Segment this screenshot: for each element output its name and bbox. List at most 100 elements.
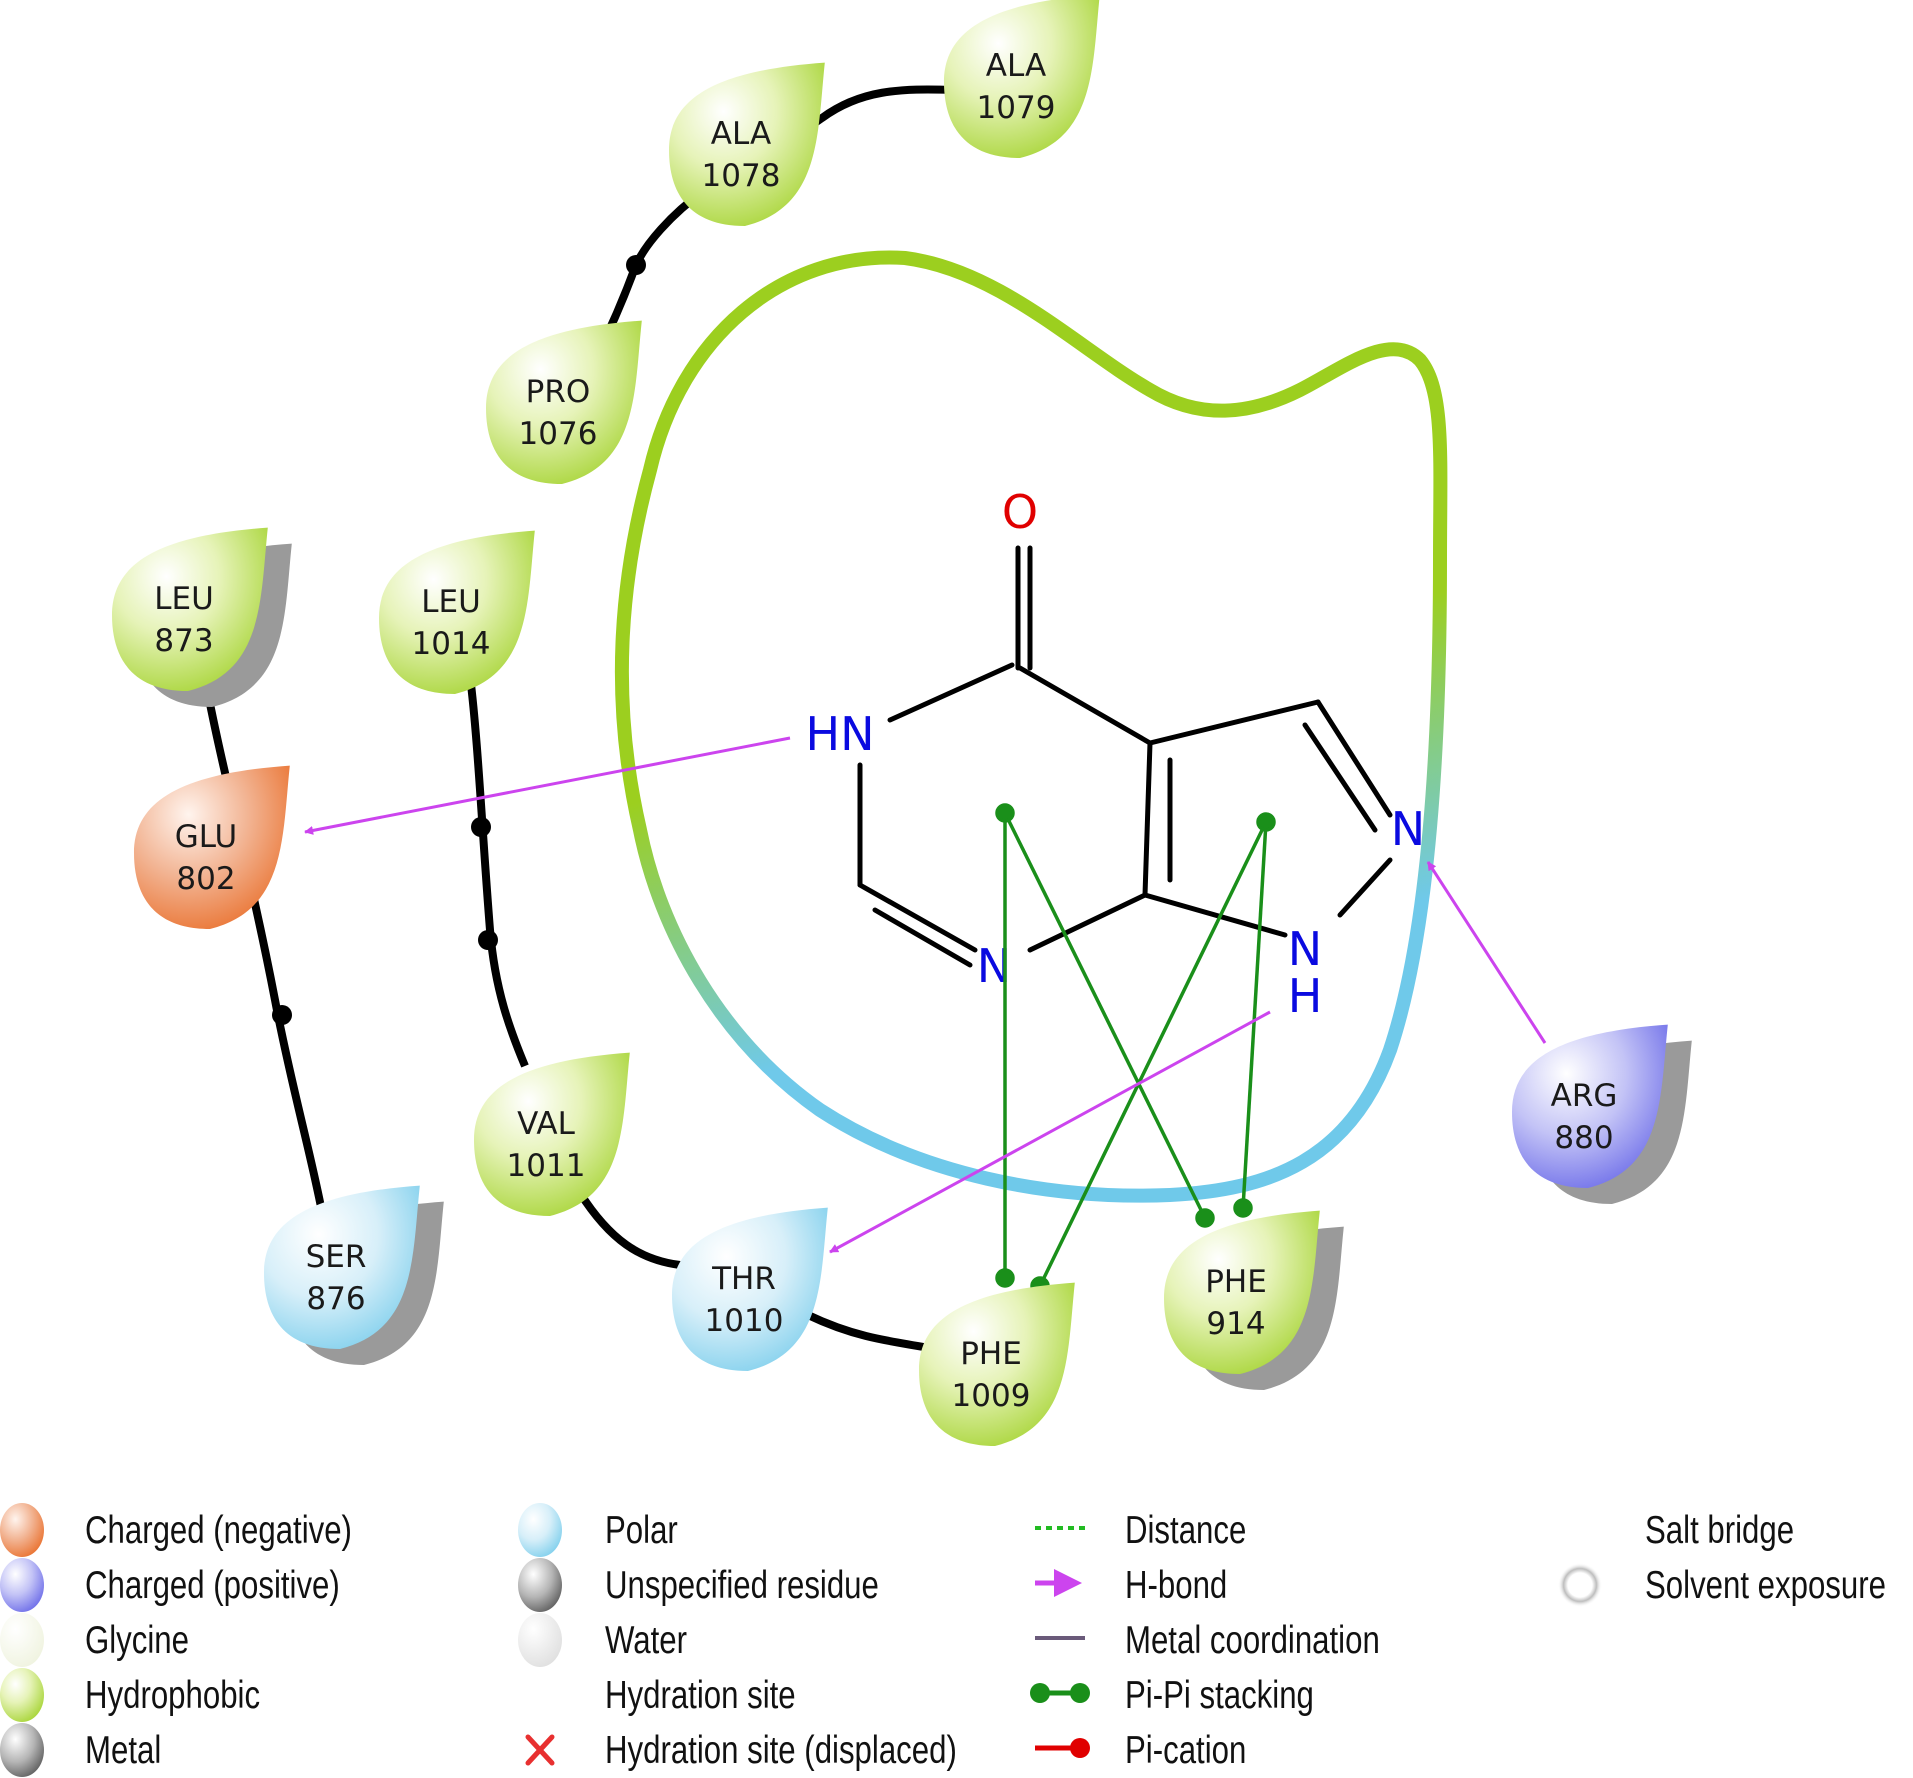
legend-swatch-polar — [518, 1503, 562, 1557]
residue-name: PHE — [1205, 1264, 1267, 1300]
pipi-line — [1003, 812, 1207, 1219]
atom-nh-h: H — [1288, 969, 1323, 1023]
residue-number: 873 — [154, 623, 213, 659]
residue-number: 914 — [1206, 1306, 1265, 1342]
pipi-node — [995, 803, 1015, 823]
residue-pro1076: PRO 1076 — [486, 320, 642, 484]
legend-label: Charged (negative) — [85, 1509, 352, 1552]
atom-n-pyrazole: N — [1391, 802, 1425, 856]
hbond-hn-glu802 — [304, 736, 791, 835]
residue-shape — [1512, 1024, 1668, 1188]
atom-hn: HN — [806, 707, 875, 761]
pipi-line — [1038, 821, 1268, 1287]
residue-shape — [672, 1207, 828, 1371]
hbond-nh-thr1010 — [829, 1010, 1271, 1254]
backbone-chain-left — [201, 677, 326, 1213]
backbone-node — [478, 930, 498, 950]
legend-swatch-hydration-displaced-icon — [525, 1734, 555, 1766]
residue-number: 876 — [306, 1281, 365, 1317]
legend-label: Charged (positive) — [85, 1564, 340, 1607]
legend-label: H-bond — [1125, 1564, 1227, 1607]
atom-o: O — [1002, 485, 1038, 539]
legend-label: Hydrophobic — [85, 1674, 260, 1717]
residue-shape — [112, 527, 268, 691]
backbone-chain-thr-phe — [806, 1311, 931, 1352]
backbone-chain-middle — [466, 675, 529, 1068]
legend-label: Metal coordination — [1125, 1619, 1380, 1662]
binding-pocket-outline — [614, 250, 1448, 1203]
residue-shape — [264, 1185, 420, 1349]
residue-ser876: SER 876 — [264, 1185, 444, 1365]
legend-label: Pi-cation — [1125, 1729, 1246, 1772]
residue-name: GLU — [175, 819, 237, 855]
residue-name: ALA — [986, 48, 1046, 84]
bond-c-c3 — [1147, 699, 1321, 746]
backbone-node — [471, 817, 491, 837]
residue-leu873: LEU 873 — [112, 527, 292, 707]
legend-swatch-glycine — [0, 1613, 44, 1667]
bond-c-n2 — [1315, 699, 1393, 818]
pipi-node — [995, 1268, 1015, 1288]
bond-c-hn — [887, 662, 1015, 723]
hbond-arg880-n — [1426, 861, 1547, 1044]
ligand-structure — [857, 545, 1393, 968]
pipi-node — [1195, 1208, 1215, 1228]
bond-n-c — [1027, 892, 1148, 953]
backbone-node — [626, 255, 646, 275]
legend-swatch-metal — [0, 1723, 44, 1777]
residue-arg880: ARG 880 — [1512, 1024, 1692, 1204]
residue-number: 802 — [176, 861, 235, 897]
hbond-interactions — [304, 736, 1547, 1254]
residue-shape — [669, 62, 825, 226]
legend-label: Hydration site — [605, 1674, 796, 1717]
legend-label: Polar — [605, 1509, 678, 1552]
bond-c-n-double — [872, 907, 973, 968]
residue-number: 1010 — [705, 1303, 784, 1339]
atom-nh-n: N — [1288, 922, 1322, 976]
residue-name: LEU — [154, 581, 214, 617]
residue-name: PRO — [526, 374, 591, 410]
bond-nh-c — [1142, 892, 1288, 938]
residue-shape — [919, 1282, 1075, 1446]
bond-c-n — [857, 882, 978, 953]
legend-label: Metal — [85, 1729, 161, 1772]
residue-name: ALA — [711, 116, 771, 152]
residue-number: 1009 — [952, 1378, 1031, 1414]
residue-phe914: PHE 914 — [1164, 1210, 1344, 1390]
pipi-node — [1233, 1198, 1253, 1218]
residue-name: SER — [306, 1239, 367, 1275]
residue-shape — [1164, 1210, 1320, 1374]
legend: Charged (negative) Charged (positive) Gl… — [0, 1503, 1886, 1777]
backbone-node — [272, 1005, 292, 1025]
residue-number: 880 — [1554, 1120, 1613, 1156]
backbone-chain-lower — [576, 1190, 681, 1269]
legend-swatch-hydrophobic — [0, 1668, 44, 1722]
legend-swatch-charged-positive — [0, 1558, 44, 1612]
legend-label: Unspecified residue — [605, 1564, 879, 1607]
legend-swatch-water — [518, 1613, 562, 1667]
residue-ala1079: ALA 1079 — [944, 0, 1100, 158]
legend-label: Pi-Pi stacking — [1125, 1674, 1314, 1717]
residue-glu802: GLU 802 — [134, 765, 290, 929]
residue-name: ARG — [1551, 1078, 1618, 1114]
bond-n-nh — [1337, 857, 1393, 918]
residue-shape — [486, 320, 642, 484]
residue-name: THR — [711, 1261, 776, 1297]
residue-number: 1011 — [507, 1148, 586, 1184]
legend-label: Hydration site (displaced) — [605, 1729, 957, 1772]
legend-swatch-unspecified — [518, 1558, 562, 1612]
pi-pi-interactions — [995, 803, 1276, 1296]
residue-shape — [944, 0, 1100, 158]
residue-number: 1076 — [519, 416, 598, 452]
bond-c-c — [1142, 740, 1153, 898]
bond-c-n2-double — [1302, 722, 1378, 833]
residue-number: 1079 — [977, 90, 1056, 126]
pipi-node — [1256, 812, 1276, 832]
bond-c-c2 — [1017, 665, 1153, 746]
